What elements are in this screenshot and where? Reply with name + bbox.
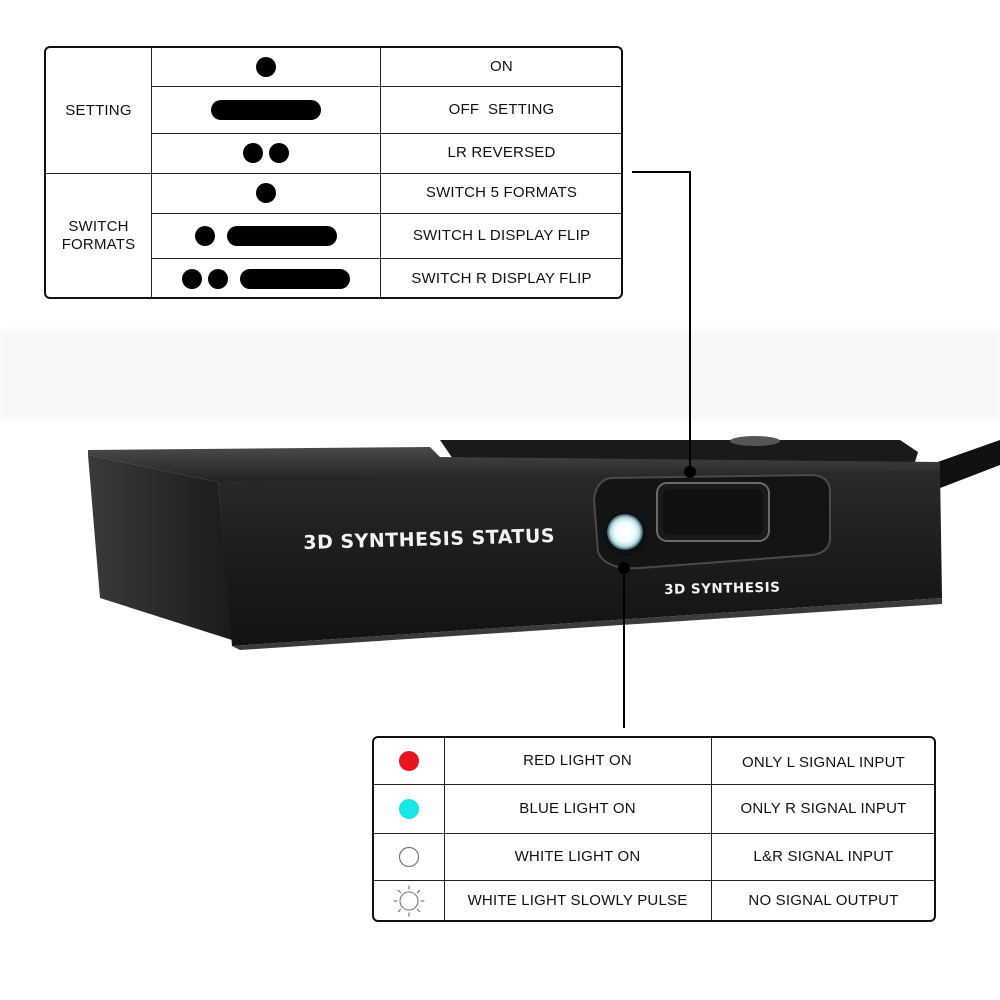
group-label-switch-formats: SWITCH FORMATS — [46, 173, 151, 297]
pattern-double-press — [151, 133, 380, 173]
group-label-switch: SWITCH — [68, 218, 129, 235]
pattern-long-press — [151, 86, 380, 133]
pattern-single-press — [151, 48, 380, 86]
pulse-sun-icon — [374, 880, 444, 920]
action-switch-5-formats: SWITCH 5 FORMATS — [425, 184, 578, 201]
pattern-press-long-press — [151, 213, 380, 258]
press-dot-icon — [242, 143, 263, 163]
action-off-setting: OFF SETTING — [448, 100, 555, 118]
rear-bracket — [440, 440, 918, 462]
light-blue-on: BLUE LIGHT ON — [519, 799, 636, 817]
action-on: ON — [490, 58, 513, 75]
synthesis-button-label: 3D SYNTHESIS — [664, 579, 781, 598]
pattern-double-press-long-press — [151, 258, 380, 297]
red-dot-icon — [374, 738, 444, 784]
long-press-bar-icon — [239, 268, 350, 289]
meaning-only-l-signal: ONLY L SIGNAL INPUT — [741, 754, 905, 771]
press-dot-icon — [207, 268, 228, 289]
cyan-dot-icon — [374, 784, 444, 833]
light-red-on: RED LIGHT ON — [523, 752, 632, 769]
press-dot-icon — [181, 268, 202, 289]
long-press-bar-icon — [226, 225, 337, 246]
white-circle-icon — [374, 833, 444, 880]
leader-line-button-h — [632, 171, 691, 173]
button-setting-table: SETTING SWITCH FORMATS ON OFF SETTING LR… — [44, 46, 623, 299]
light-white-pulse: WHITE LIGHT SLOWLY PULSE — [467, 892, 688, 909]
long-press-bar-icon — [210, 99, 321, 120]
light-status-table: RED LIGHT ON ONLY L SIGNAL INPUT BLUE LI… — [372, 736, 936, 922]
status-led — [607, 514, 643, 550]
group-label-setting: SETTING — [65, 101, 132, 119]
press-dot-icon — [268, 143, 289, 163]
pattern-single-press — [151, 173, 380, 213]
leader-line-led — [623, 566, 625, 728]
press-dot-icon — [194, 225, 215, 246]
meaning-lr-signal: L&R SIGNAL INPUT — [753, 847, 894, 865]
leader-dot-button — [684, 466, 696, 478]
group-label-formats: FORMATS — [61, 236, 136, 253]
press-dot-icon — [255, 183, 276, 203]
meaning-no-signal-output: NO SIGNAL OUTPUT — [748, 892, 899, 909]
action-lr-reversed: LR REVERSED — [447, 144, 556, 161]
press-dot-icon — [255, 57, 276, 77]
leader-dot-led — [618, 562, 630, 574]
leader-line-button-v — [689, 171, 691, 471]
light-white-on: WHITE LIGHT ON — [514, 847, 641, 865]
action-switch-l-display-flip: SWITCH L DISPLAY FLIP — [412, 226, 591, 244]
meaning-only-r-signal: ONLY R SIGNAL INPUT — [740, 799, 907, 817]
action-switch-r-display-flip: SWITCH R DISPLAY FLIP — [411, 269, 592, 287]
